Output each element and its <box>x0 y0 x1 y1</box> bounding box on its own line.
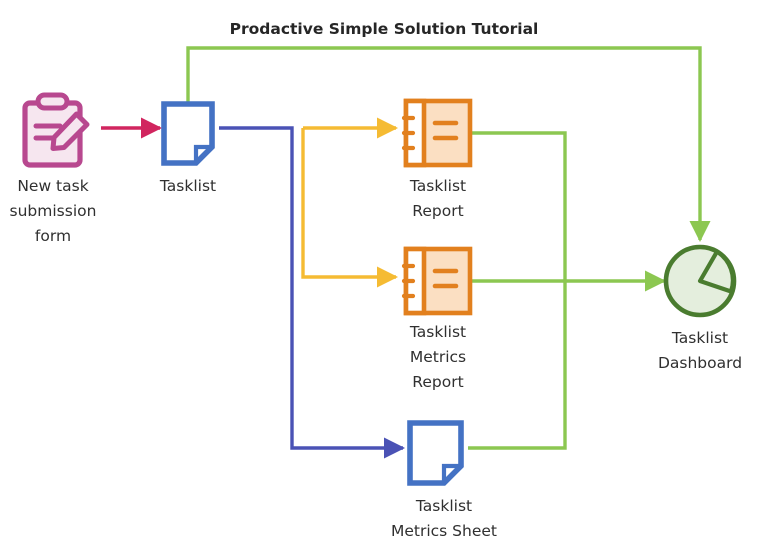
connector-tasklist-to-metrics-sheet <box>219 126 406 459</box>
node-label-line: Tasklist <box>409 177 466 195</box>
node-label-line: Tasklist <box>415 497 472 515</box>
node-tasklist-dashboard[interactable]: Tasklist Dashboard <box>658 244 742 372</box>
document-icon <box>407 420 464 486</box>
connector-tasklist-to-metrics-report <box>301 128 399 288</box>
node-label-line: Metrics Sheet <box>391 522 497 540</box>
node-label-line: form <box>35 227 71 245</box>
node-tasklist-report[interactable]: Tasklist Report <box>401 98 473 220</box>
node-label-line: Metrics <box>410 348 466 366</box>
node-label-line: submission <box>10 202 97 220</box>
node-tasklist-metrics-sheet[interactable]: Tasklist Metrics Sheet <box>391 420 497 540</box>
node-tasklist-metrics-report[interactable]: Tasklist Metrics Report <box>401 246 473 391</box>
node-label-line: Tasklist <box>159 177 216 195</box>
page-title: Prodactive Simple Solution Tutorial <box>230 20 539 38</box>
connector-tasklist-to-dashboard <box>186 46 711 243</box>
node-label-line: Dashboard <box>658 354 742 372</box>
document-icon <box>161 101 215 166</box>
node-label-line: New task <box>17 177 88 195</box>
pie-chart-icon <box>663 244 737 318</box>
node-label-line: Tasklist <box>409 323 466 341</box>
node-label-line: Tasklist <box>671 329 728 347</box>
node-label-line: Report <box>412 202 463 220</box>
report-notebook-icon <box>401 246 473 316</box>
connector-report-to-bus <box>472 131 567 281</box>
report-notebook-icon <box>401 98 473 168</box>
clipboard-pencil-icon <box>22 92 90 168</box>
node-label-line: Report <box>412 373 463 391</box>
node-new-task-submission-form[interactable]: New task submission form <box>10 92 97 245</box>
node-tasklist[interactable]: Tasklist <box>159 101 216 195</box>
connector-metrics-sheet-to-bus <box>468 281 567 450</box>
